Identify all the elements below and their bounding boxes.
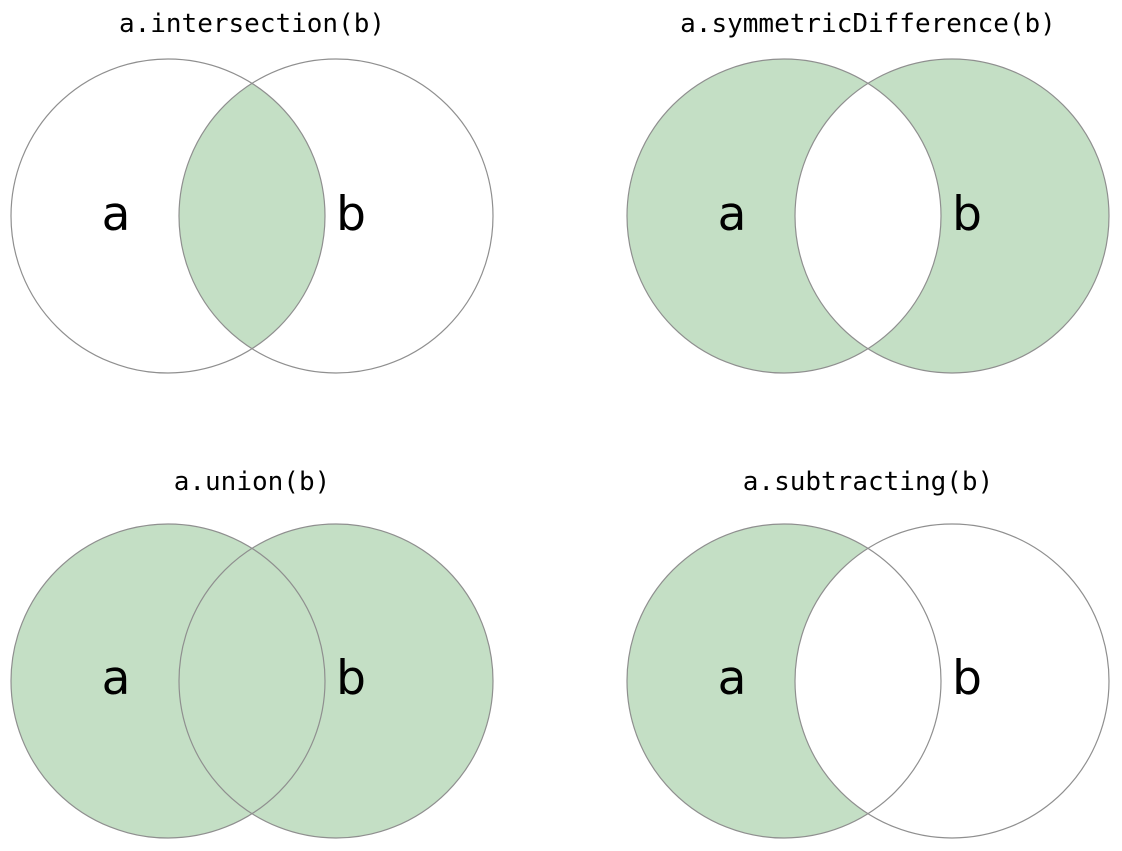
- overlap-region: [179, 524, 325, 838]
- venn-diagram-subtracting: a.subtracting(b) a b: [626, 467, 1110, 839]
- set-a-label: a: [102, 187, 131, 242]
- panel-symmetric-difference: a.symmetricDifference(b) a b: [561, 0, 1122, 425]
- set-a-label: a: [102, 651, 131, 706]
- overlap-region: [179, 59, 325, 373]
- venn-diagram-intersection: a.intersection(b) a b: [10, 9, 494, 374]
- set-a-label: a: [718, 187, 747, 242]
- circle-b-outline: [794, 58, 1110, 374]
- diagram-title: a.union(b): [174, 467, 331, 497]
- overlap-region: [795, 59, 941, 373]
- circle-b-outline: [178, 523, 494, 839]
- set-b-label: b: [952, 651, 982, 706]
- set-a-label: a: [718, 651, 747, 706]
- venn-diagram-union: a.union(b) a b: [10, 467, 494, 839]
- circle-a-outline: [10, 58, 326, 374]
- diagram-title: a.subtracting(b): [743, 467, 993, 497]
- panel-subtracting: a.subtracting(b) a b: [561, 425, 1122, 851]
- diagram-title: a.symmetricDifference(b): [680, 9, 1056, 39]
- venn-diagram-symmetric-difference: a.symmetricDifference(b) a b: [626, 9, 1110, 374]
- panel-union: a.union(b) a b: [0, 425, 561, 851]
- circle-a-outline: [10, 523, 326, 839]
- circle-a-outline: [626, 523, 942, 839]
- circle-b-outline: [794, 523, 1110, 839]
- circle-b-outline: [178, 58, 494, 374]
- panel-intersection: a.intersection(b) a b: [0, 0, 561, 425]
- set-b-label: b: [952, 187, 982, 242]
- overlap-region: [795, 524, 941, 838]
- set-b-label: b: [336, 651, 366, 706]
- circle-a-outline: [626, 58, 942, 374]
- set-b-label: b: [336, 187, 366, 242]
- diagram-title: a.intersection(b): [119, 9, 385, 39]
